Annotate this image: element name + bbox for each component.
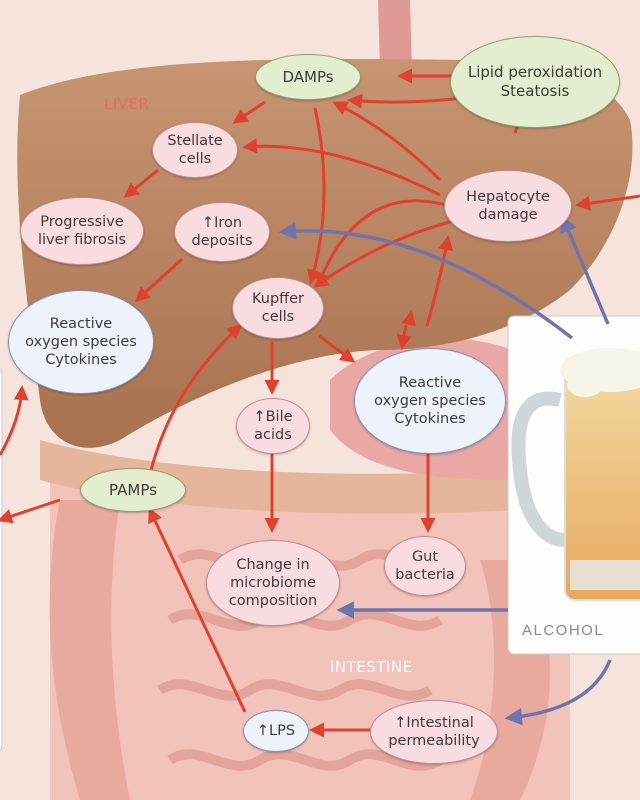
node-line: Reactive <box>398 374 462 391</box>
gut-bacteria-node: Gut bacteria <box>384 536 466 596</box>
node-line: composition <box>228 593 318 610</box>
node-line: Change in <box>236 556 310 573</box>
node-line: Kupffer <box>251 290 305 307</box>
node-line: PAMPs <box>109 480 157 499</box>
alcohol-label: ALCOHOL <box>522 622 605 639</box>
node-line: ↑LPS <box>256 722 296 739</box>
node-line: ↑Bile <box>253 408 293 425</box>
liver-label: LIVER <box>104 95 150 113</box>
progressive-liver-fibrosis-node: Progressive liver fibrosis <box>20 197 144 265</box>
node-line: Lipid peroxidation <box>467 63 603 82</box>
node-line: ↑Iron <box>201 214 243 231</box>
node-line: cells <box>261 309 295 325</box>
node-line: Cytokines <box>394 411 466 428</box>
hepatocyte-damage-node: Hepatocyte damage <box>444 170 572 242</box>
node-line: microbiome <box>230 574 316 591</box>
iron-deposits-node: ↑Iron deposits <box>174 202 270 262</box>
node-line: damage <box>478 207 538 223</box>
kupffer-cells-node: Kupffer cells <box>232 277 324 339</box>
node-line: oxygen species <box>25 333 137 350</box>
microbiome-change-node: Change in microbiome composition <box>206 540 340 626</box>
node-line: DAMPs <box>282 67 334 86</box>
node-line: Progressive <box>40 213 124 230</box>
reactive-oxygen-species-center-node: Reactive oxygen species Cytokines <box>354 348 506 454</box>
lipid-peroxidation-node: Lipid peroxidation Steatosis <box>450 36 620 128</box>
red-arrows <box>0 68 640 738</box>
bile-acids-node: ↑Bile acids <box>236 398 310 454</box>
reactive-oxygen-species-left-node: Reactive oxygen species Cytokines <box>8 290 154 394</box>
beer-mug-icon <box>511 348 640 601</box>
node-line: Gut <box>411 548 439 565</box>
stellate-cells-node: Stellate cells <box>152 122 238 178</box>
node-line: cells <box>178 151 212 167</box>
node-line: Reactive <box>49 315 113 332</box>
pamps-node: PAMPs <box>80 468 186 512</box>
node-line: Steatosis <box>500 82 570 100</box>
node-line: Hepatocyte <box>466 188 550 205</box>
intestine-label: INTESTINE <box>330 658 413 676</box>
damps-node: DAMPs <box>255 54 361 100</box>
node-line: deposits <box>191 233 253 249</box>
lps-node: ↑LPS <box>243 710 309 752</box>
node-line: Cytokines <box>45 352 117 369</box>
node-line: liver fibrosis <box>37 232 127 248</box>
node-line: oxygen species <box>374 392 486 409</box>
node-line: ↑Intestinal <box>394 714 474 731</box>
node-line: Stellate <box>167 132 223 149</box>
intestinal-permeability-node: ↑Intestinal permeability <box>370 700 498 764</box>
left-panel <box>0 368 3 752</box>
blue-arrows <box>278 214 612 726</box>
node-line: bacteria <box>395 567 455 583</box>
node-line: acids <box>254 427 292 443</box>
node-line: permeability <box>388 733 480 749</box>
